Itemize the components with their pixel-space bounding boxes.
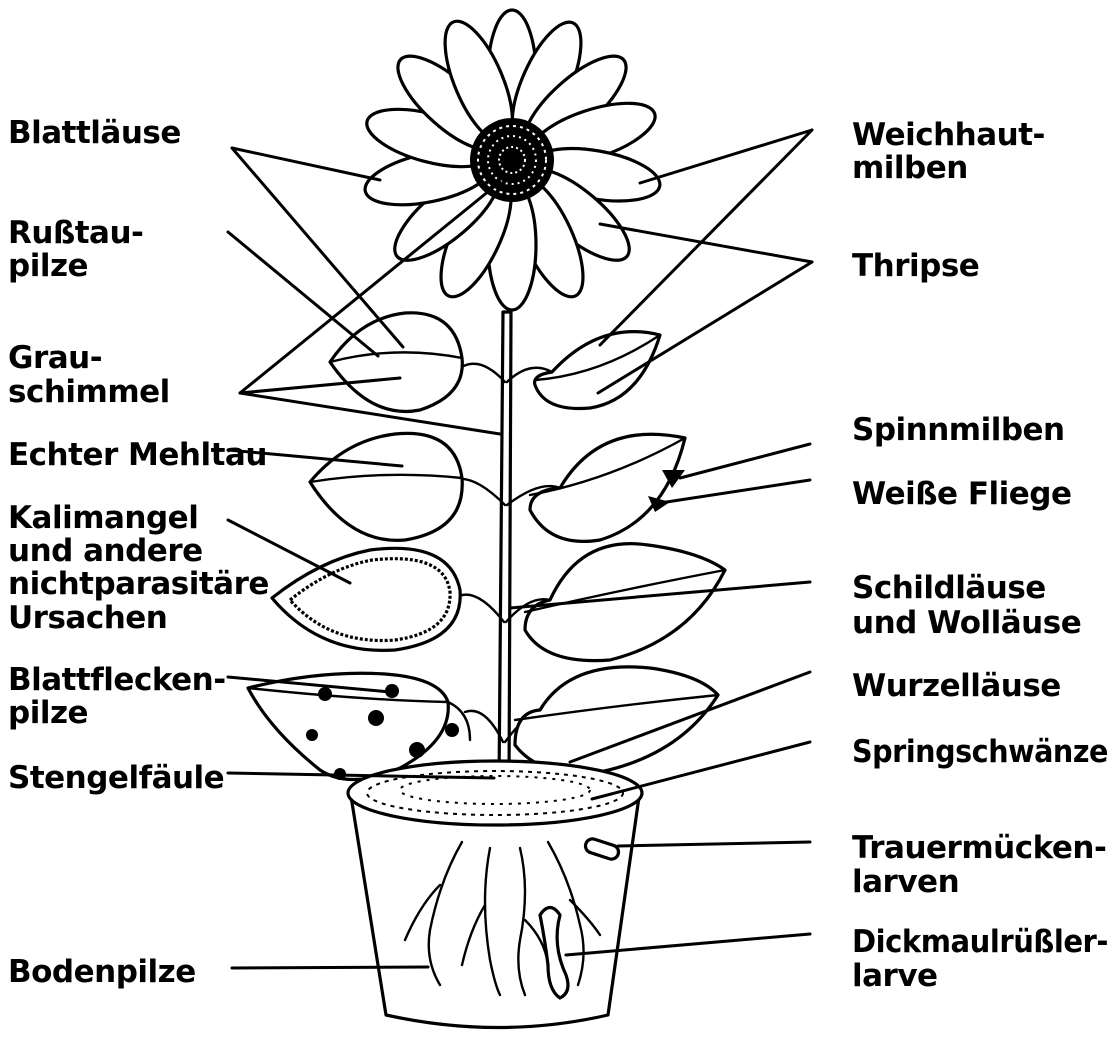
label-kalimangel-4: Ursachen [8, 600, 167, 636]
plant-illustration [248, 10, 725, 1028]
label-trauermueckenlarven-1: Trauermücken- [852, 830, 1106, 866]
label-kalimangel-2: und andere [8, 533, 203, 569]
label-echter-mehltau: Echter Mehltau [8, 437, 267, 473]
label-trauermueckenlarven-2: larven [852, 864, 959, 900]
label-thripse: Thripse [852, 248, 979, 284]
label-weisse-fliege: Weiße Fliege [852, 476, 1072, 512]
label-grauschimmel-2: schimmel [8, 374, 170, 410]
label-springschwaenze: Springschwänze [852, 734, 1108, 770]
label-schildlaeuse-1: Schildläuse [852, 570, 1046, 606]
labels-right: Weichhaut- milben Thripse Spinnmilben We… [852, 117, 1108, 994]
label-kalimangel-1: Kalimangel [8, 500, 198, 536]
flower-center [470, 118, 554, 202]
label-russtaupilze-1: Rußtau- [8, 215, 143, 251]
label-weichhautmilben-2: milben [852, 150, 968, 186]
label-grauschimmel-1: Grau- [8, 340, 102, 376]
leaves-right [515, 332, 725, 773]
labels-left: Blattläuse Rußtau- pilze Grau- schimmel … [8, 115, 269, 990]
label-dickmaulruesslerlarve-1: Dickmaulrüßler- [852, 924, 1108, 960]
label-dickmaulruesslerlarve-2: larve [852, 958, 938, 994]
label-russtaupilze-2: pilze [8, 248, 88, 284]
label-blattfleckenpilze-1: Blattflecken- [8, 662, 226, 698]
flower-pot [348, 761, 642, 1028]
label-blattfleckenpilze-2: pilze [8, 695, 88, 731]
label-kalimangel-3: nichtparasitäre [8, 566, 269, 602]
label-blattlaeuse: Blattläuse [8, 115, 181, 151]
label-stengelfaeule: Stengelfäule [8, 760, 224, 796]
label-spinnmilben: Spinnmilben [852, 412, 1065, 448]
label-wurzellaeuse: Wurzelläuse [852, 668, 1061, 704]
label-weichhautmilben-1: Weichhaut- [852, 117, 1045, 153]
label-schildlaeuse-2: und Wolläuse [852, 605, 1081, 641]
label-bodenpilze: Bodenpilze [8, 954, 196, 990]
